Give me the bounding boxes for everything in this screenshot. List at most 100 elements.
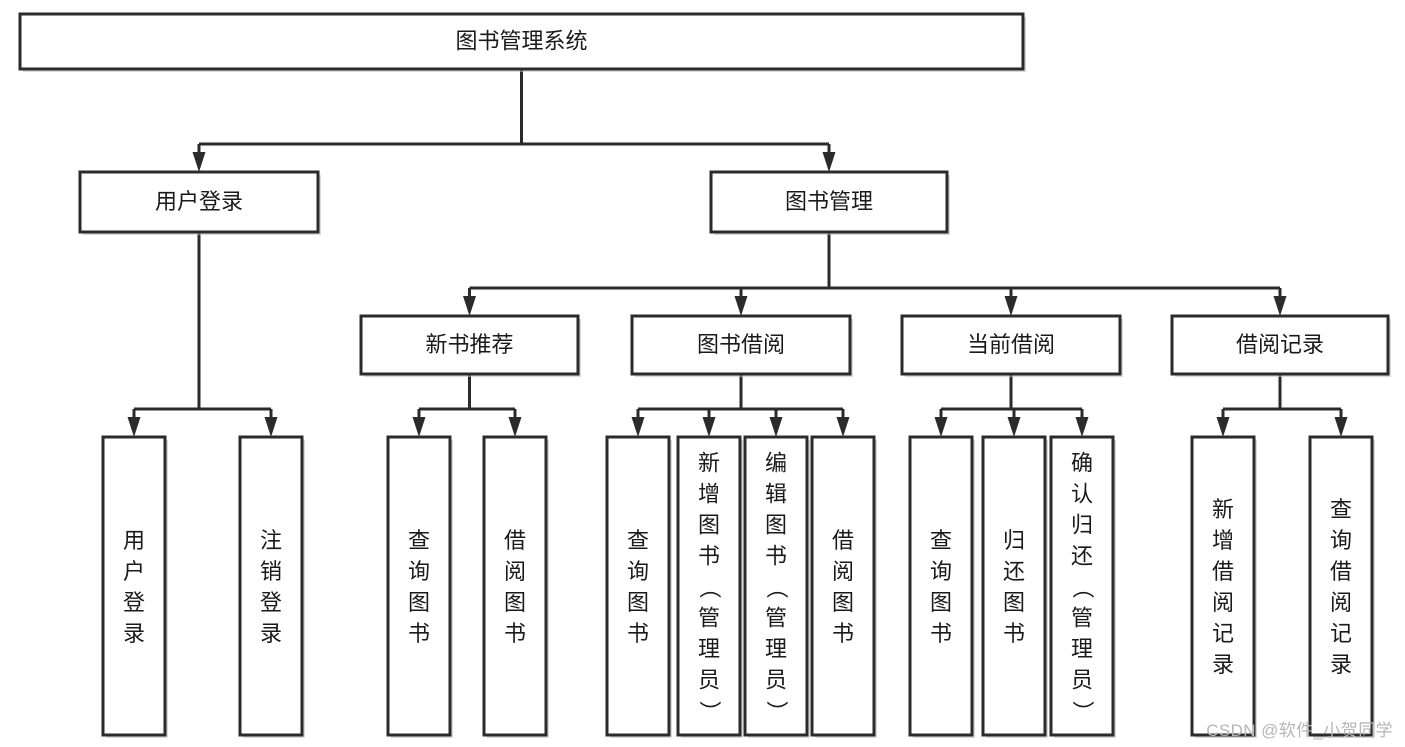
node-label-char: 阅 (1330, 590, 1352, 615)
node-box[interactable] (482, 435, 548, 737)
arrow-head-icon (631, 417, 645, 437)
node-label-char: 新 (1212, 497, 1234, 522)
node-label-char: 员 (1071, 668, 1093, 693)
node-label-char: 询 (627, 559, 649, 584)
node-box[interactable] (18, 12, 1025, 71)
node-label-char: 管 (698, 606, 720, 631)
node-box[interactable] (238, 435, 304, 737)
node-box[interactable] (900, 314, 1122, 376)
arrow-head-icon (1007, 417, 1021, 437)
node-label-char: 查 (1330, 497, 1352, 522)
arrow-head-icon (1273, 296, 1287, 316)
node-label-char: 询 (408, 559, 430, 584)
node-label: 当前借阅 (967, 332, 1055, 357)
node-box[interactable] (605, 435, 671, 737)
node-label-char: 认 (1071, 482, 1093, 507)
node-label-char: 增 (698, 482, 720, 507)
arrow-head-icon (1216, 417, 1230, 437)
arrow-head-icon (463, 296, 476, 316)
node-label-char: 阅 (1212, 590, 1234, 615)
node-label-char: 询 (930, 559, 952, 584)
node-label-char: 管 (1071, 606, 1093, 631)
node-label-char: 理 (698, 637, 720, 662)
node-current-borrow[interactable]: 当前借阅 (900, 314, 1123, 377)
node-label: 用户登录 (155, 189, 243, 214)
node-label: 新书推荐 (425, 332, 513, 357)
node-label-char: 记 (1330, 621, 1352, 646)
node-label-char: 记 (1212, 621, 1234, 646)
node-box[interactable] (630, 314, 852, 376)
node-label: 图书管理系统 (455, 28, 587, 53)
node-label-char: （ (764, 577, 789, 599)
node-box[interactable] (78, 170, 320, 234)
node-box[interactable] (386, 435, 452, 737)
node-label-char: 户 (123, 559, 145, 584)
node-box[interactable] (1308, 435, 1374, 737)
node-borrow-record[interactable]: 借阅记录 (1170, 314, 1391, 377)
node-book-manage[interactable]: 图书管理 (709, 170, 950, 235)
node-label-char: 书 (930, 621, 952, 646)
node-box[interactable] (1190, 435, 1256, 737)
node-root[interactable]: 图书管理系统 (18, 12, 1026, 72)
node-box[interactable] (981, 435, 1047, 737)
connector-group-borrow_record (1216, 374, 1348, 437)
node-new-book-rec[interactable]: 新书推荐 (359, 314, 581, 377)
node-label-char: 员 (765, 668, 787, 693)
node-label-char: 书 (698, 544, 720, 569)
node-box[interactable] (1049, 435, 1115, 737)
node-label-char: （ (1070, 577, 1095, 599)
node-label-char: ） (764, 701, 789, 723)
node-label-char: 图 (930, 590, 952, 615)
node-box[interactable] (101, 435, 167, 737)
node-box[interactable] (676, 435, 742, 737)
node-label-char: 图 (698, 513, 720, 538)
node-label-char: 借 (504, 528, 526, 553)
node-label-char: 图 (408, 590, 430, 615)
arrow-head-icon (734, 296, 748, 316)
connector-group-user_login (127, 232, 278, 437)
node-label-char: 书 (765, 544, 787, 569)
node-label-char: 图 (765, 513, 787, 538)
node-book-borrow[interactable]: 图书借阅 (630, 314, 853, 377)
node-box[interactable] (709, 170, 949, 234)
node-label-char: 增 (1212, 528, 1234, 553)
node-label-char: 借 (1330, 559, 1352, 584)
node-label-char: 理 (765, 637, 787, 662)
node-box[interactable] (1170, 314, 1390, 376)
node-label: 图书管理 (785, 189, 873, 214)
node-label-char: 图 (1003, 590, 1025, 615)
node-box[interactable] (743, 435, 809, 737)
node-label-char: ） (1070, 701, 1095, 723)
node-label: 借阅记录 (1236, 332, 1324, 357)
node-label-char: 用 (123, 528, 145, 553)
node-label-char: （ (697, 577, 722, 599)
node-label-char: 阅 (504, 559, 526, 584)
node-label-char: 书 (1003, 621, 1025, 646)
node-box[interactable] (810, 435, 876, 737)
node-leaf-user-login[interactable]: 用户登录 (101, 435, 168, 738)
node-box[interactable] (908, 435, 974, 737)
node-box[interactable] (359, 314, 580, 376)
node-label-char: ） (697, 701, 722, 723)
node-label-char: 询 (1330, 528, 1352, 553)
arrow-head-icon (192, 152, 206, 172)
node-label-char: 管 (765, 606, 787, 631)
arrow-head-icon (127, 417, 141, 437)
node-user-login[interactable]: 用户登录 (78, 170, 321, 235)
arrow-head-icon (769, 417, 783, 437)
node-label-char: 员 (698, 668, 720, 693)
